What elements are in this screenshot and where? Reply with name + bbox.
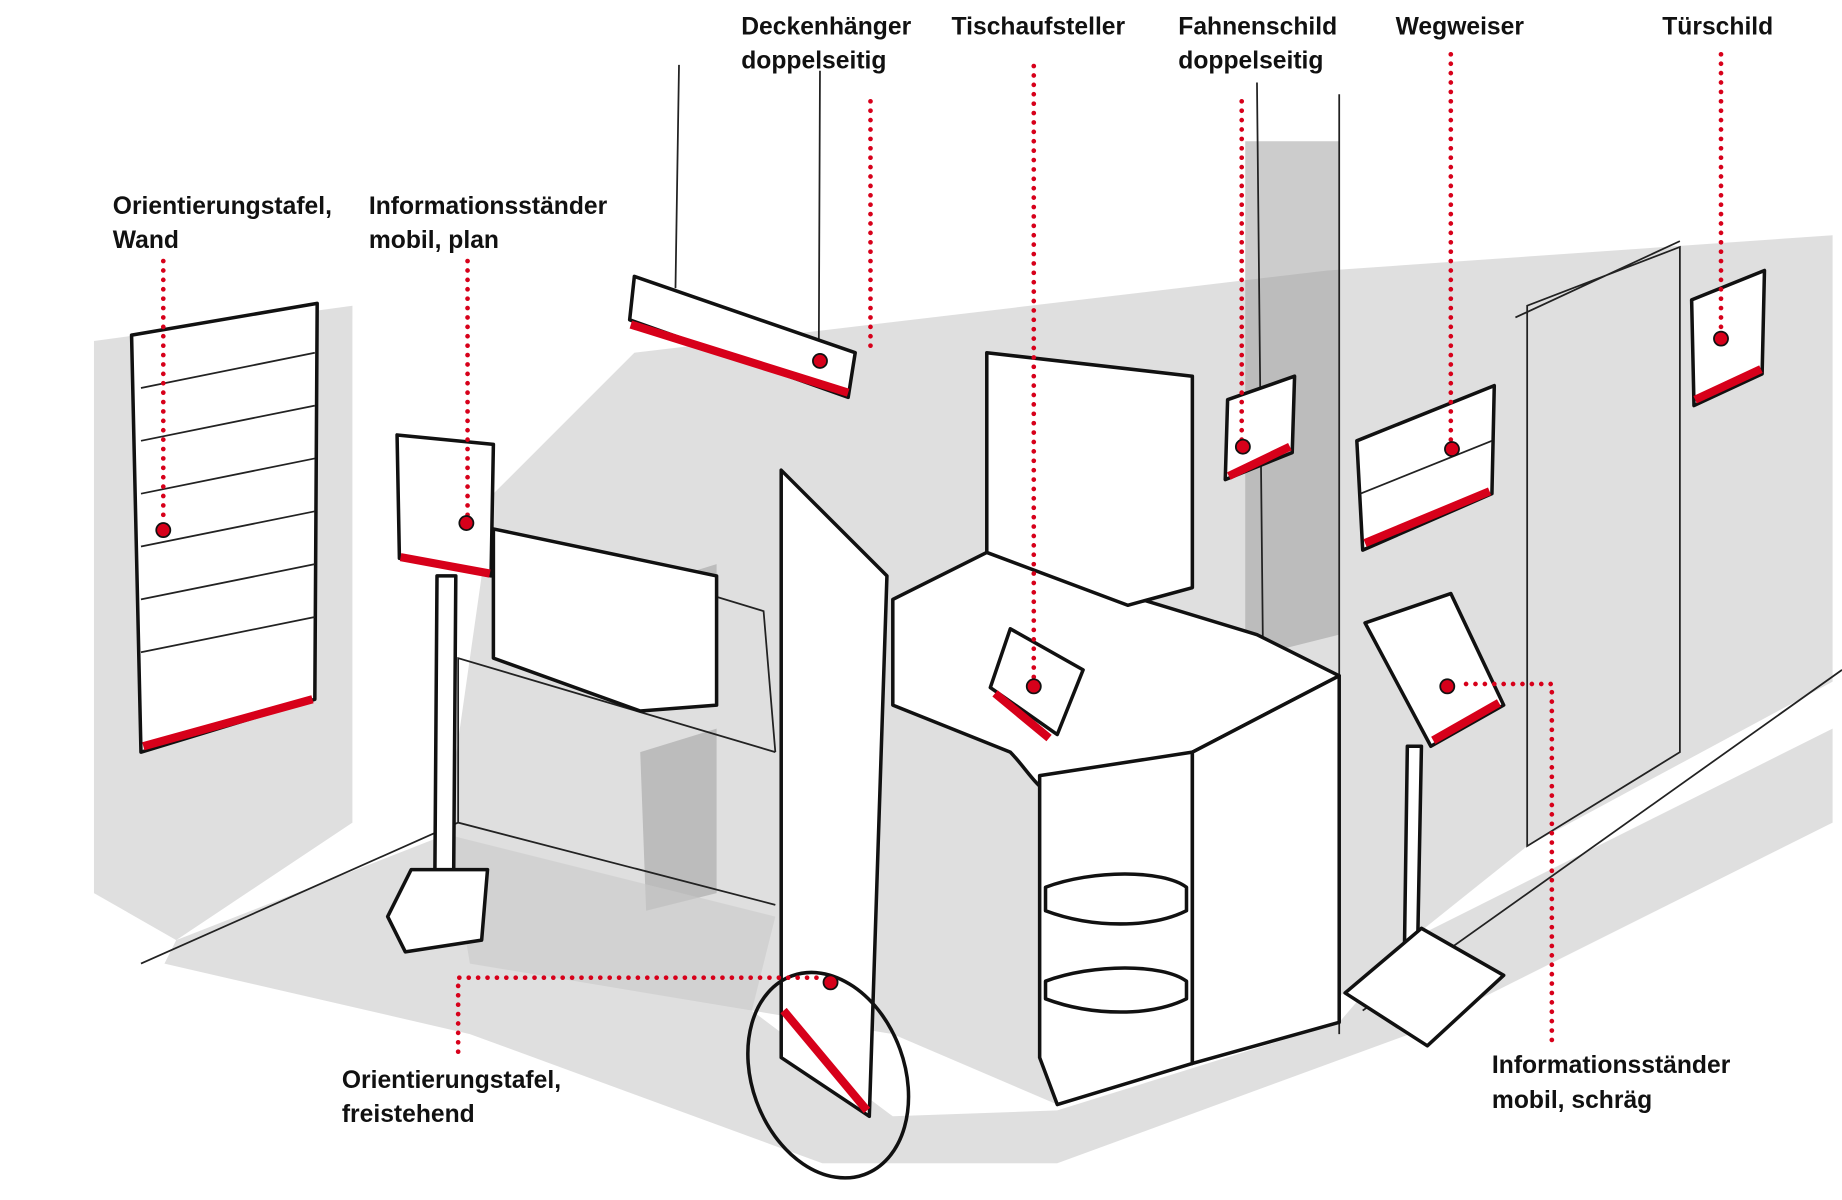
marker-dots bbox=[155, 330, 1729, 991]
label-orientierungstafel-wand: Orientierungstafel, Wand bbox=[113, 193, 339, 254]
label-infostaender-schraeg: Informationsständer mobil, schräg bbox=[1492, 1052, 1737, 1114]
freestanding-panel-sketch bbox=[746, 468, 911, 1180]
label-orientierungstafel-frei: Orientierungstafel, freistehend bbox=[342, 1067, 568, 1128]
label-tuerschild: Türschild bbox=[1662, 13, 1773, 40]
label-infostaender-plan: Informationsständer mobil, plan bbox=[369, 193, 614, 254]
direction-sign-sketch bbox=[1355, 383, 1497, 552]
leader-lines bbox=[160, 51, 1724, 1055]
wall-panel-sketch bbox=[129, 301, 319, 754]
architecture-lines bbox=[140, 64, 1842, 1035]
label-fahnenschild: Fahnenschild doppelseitig bbox=[1178, 13, 1344, 74]
counter-sketch bbox=[491, 350, 1341, 1107]
label-tischaufsteller: Tischaufsteller bbox=[952, 13, 1126, 40]
label-wegweiser: Wegweiser bbox=[1396, 13, 1525, 40]
label-deckenhaenger: Deckenhänger doppelseitig bbox=[741, 13, 918, 74]
info-stand-flat-sketch bbox=[385, 433, 496, 954]
ceiling-sign-sketch bbox=[627, 274, 857, 400]
info-stand-angled-sketch bbox=[1343, 591, 1506, 1048]
